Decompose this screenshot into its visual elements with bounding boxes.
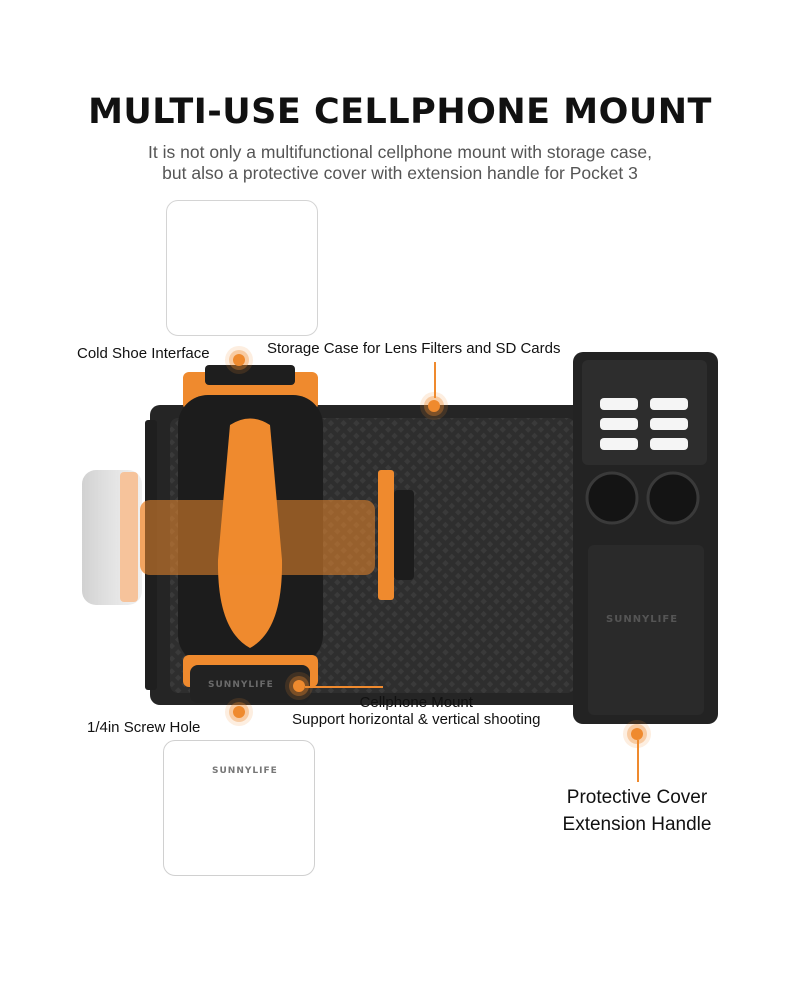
- protective-cover-label: Protective Cover Extension Handle: [552, 784, 722, 838]
- screw-hole-inset: [163, 740, 315, 876]
- sunnylife-logo-inset: SUNNYLIFE: [212, 766, 278, 776]
- cold-shoe-inset: [166, 200, 318, 336]
- cold-shoe-label: Cold Shoe Interface: [77, 345, 210, 362]
- cellphone-mount-leader: [305, 686, 383, 688]
- page-subtitle: It is not only a multifunctional cellpho…: [0, 142, 800, 184]
- centre-latch: [378, 470, 414, 600]
- extension-handle-title: Extension Handle: [562, 814, 712, 835]
- screw-hole-label: 1/4in Screw Hole: [87, 719, 201, 736]
- page-title: MULTI-USE CELLPHONE MOUNT: [88, 92, 712, 132]
- cold-shoe-marker: [233, 354, 245, 366]
- cellphone-clamp: [140, 365, 375, 703]
- subtitle-line-1: It is not only a multifunctional cellpho…: [148, 142, 652, 162]
- cellphone-mount-title: Cellphone Mount: [359, 694, 473, 711]
- sunnylife-logo-clamp: SUNNYLIFE: [208, 680, 274, 690]
- screw-hole-marker: [233, 706, 245, 718]
- cellphone-mount-detail: Support horizontal & vertical shooting: [292, 711, 541, 728]
- protective-cover-handle: [573, 352, 718, 724]
- storage-case-marker: [428, 400, 440, 412]
- sunnylife-logo-handle: SUNNYLIFE: [606, 614, 679, 625]
- protective-cover-leader: [637, 740, 639, 782]
- subtitle-line-2: but also a protective cover with extensi…: [162, 163, 638, 183]
- protective-cover-title: Protective Cover: [566, 787, 708, 808]
- protective-cover-marker: [631, 728, 643, 740]
- cellphone-mount-marker: [293, 680, 305, 692]
- storage-case-label: Storage Case for Lens Filters and SD Car…: [267, 340, 561, 357]
- storage-case-leader: [434, 362, 436, 398]
- cellphone-mount-label: Cellphone Mount Support horizontal & ver…: [292, 694, 540, 728]
